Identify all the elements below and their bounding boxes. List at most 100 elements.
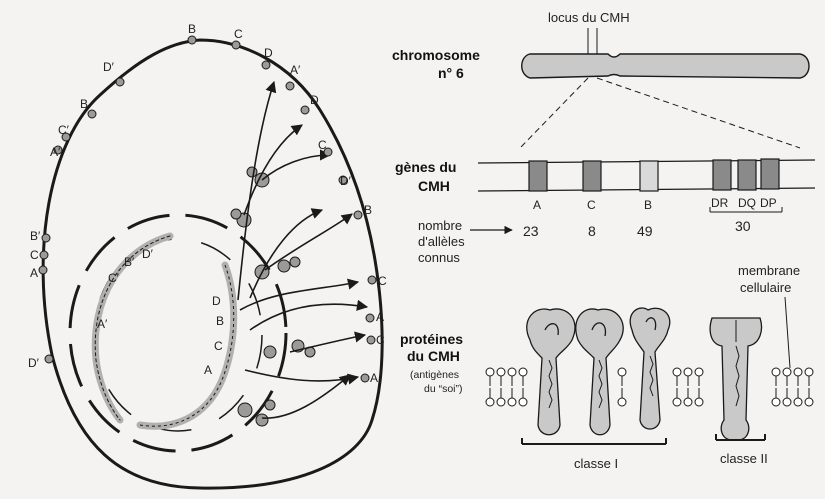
cell-label-3: D — [264, 46, 273, 60]
cell-label-4: A′ — [290, 63, 301, 77]
proteins-subtitle-2: du “soi”) — [424, 383, 463, 395]
gene-name-a: A — [533, 198, 541, 212]
cell-label-20: A — [30, 266, 38, 280]
gene-box-dq — [738, 160, 756, 190]
cell-label-2: C — [234, 27, 243, 41]
allele-count-class2: 30 — [735, 218, 751, 234]
cell-label-15: B — [80, 97, 88, 111]
lipid-head — [684, 368, 692, 376]
lipid-head — [684, 398, 692, 406]
gene-names: A C B DR DQ DP — [533, 196, 777, 212]
chromatin-label-4: A′ — [97, 317, 108, 331]
lipid-head — [695, 398, 703, 406]
cell-label-21: D′ — [28, 356, 40, 370]
chromatin-label-7: C — [214, 339, 223, 353]
chromatin-label-2: B′ — [124, 255, 135, 269]
allele-counts: 23 8 49 30 — [523, 218, 751, 239]
lipid-head — [783, 398, 791, 406]
cell-membrane — [43, 40, 382, 488]
chromosome-6-shape — [522, 54, 809, 78]
lipid-head — [805, 398, 813, 406]
gene-name-dq: DQ — [738, 196, 756, 210]
cell-label-18: B′ — [30, 229, 41, 243]
chromatin-label-8: A — [204, 363, 212, 377]
cell-label-1: B — [188, 22, 196, 36]
lipid-head — [772, 368, 780, 376]
cell-label-19: C — [30, 248, 39, 262]
allele-count-a: 23 — [523, 223, 539, 239]
chromatin-label-6: B — [216, 314, 224, 328]
membrane-markers — [39, 36, 376, 382]
gene-box-b — [640, 161, 658, 191]
lipid-head — [783, 368, 791, 376]
lipid-head — [497, 398, 505, 406]
cell-label-9: A — [376, 310, 384, 324]
lipid-head — [486, 398, 494, 406]
lipid-head — [486, 368, 494, 376]
lipid-head — [794, 398, 802, 406]
lipid-head — [497, 368, 505, 376]
gene-name-dr: DR — [711, 196, 729, 210]
cell-label-10: C — [378, 274, 387, 288]
allele-label-3: connus — [418, 250, 460, 265]
cell-diagram: B C D A′ D C D′ B A C A C A D′ B C′ A′ B… — [28, 22, 387, 488]
membrane-letter-labels: B C D A′ D C D′ B A C A C A D′ B C′ A′ B… — [28, 22, 387, 385]
gene-box-dr — [713, 160, 731, 190]
gene-box-c — [583, 161, 601, 191]
lipid-head — [805, 368, 813, 376]
class2-protein — [710, 318, 761, 440]
lipid-head — [673, 368, 681, 376]
lipid-head — [673, 398, 681, 406]
chromosome-panel: chromosome n° 6 locus du CMH — [392, 10, 809, 148]
proteins-title-1: protéines — [400, 331, 463, 347]
lipid-head — [618, 368, 626, 376]
class2-label: classe II — [720, 451, 768, 466]
cell-label-5: D — [310, 93, 319, 107]
gene-boxes — [529, 159, 779, 191]
genes-title-2: CMH — [418, 178, 450, 194]
allele-label-2: d'allèles — [418, 234, 465, 249]
cell-label-8: B — [364, 203, 372, 217]
cell-label-12: C — [376, 333, 385, 347]
lipid-head — [772, 398, 780, 406]
lipid-head — [794, 368, 802, 376]
lipid-head — [508, 398, 516, 406]
chromosome-title-1: chromosome — [392, 47, 480, 63]
chromatin-label-5: D — [212, 294, 221, 308]
cell-label-6: C — [318, 138, 327, 152]
allele-count-c: 8 — [588, 223, 596, 239]
membrane-label-2: cellulaire — [740, 280, 791, 295]
cell-label-16: C′ — [58, 123, 70, 137]
class1-protein-3 — [630, 308, 670, 429]
gene-name-b: B — [644, 198, 652, 212]
genes-panel: gènes du CMH A C B DR DQ DP nombre d'all… — [395, 159, 815, 265]
lipid-head — [508, 368, 516, 376]
lipid-head — [695, 368, 703, 376]
class1-label: classe I — [574, 456, 618, 471]
genes-title-1: gènes du — [395, 159, 456, 175]
proteins-title-2: du CMH — [407, 348, 460, 364]
proteins-panel: protéines du CMH (antigènes du “soi”) me… — [400, 263, 813, 471]
membrane-label-1: membrane — [738, 263, 800, 278]
gene-name-dp: DP — [760, 196, 777, 210]
allele-count-b: 49 — [637, 223, 653, 239]
proteins-subtitle-1: (antigènes — [410, 369, 459, 381]
gene-box-dp — [761, 159, 779, 189]
gene-box-a — [529, 161, 547, 191]
cell-label-17: A′ — [50, 145, 61, 159]
cell-label-14: D′ — [103, 60, 115, 74]
class1-protein-2 — [576, 309, 623, 435]
chromosome-title-2: n° 6 — [438, 65, 464, 81]
chromatin-label-3: D′ — [142, 247, 154, 261]
locus-label: locus du CMH — [548, 10, 630, 25]
cell-label-11: A — [370, 371, 378, 385]
class1-proteins — [527, 308, 670, 435]
nucleus-envelope — [70, 215, 286, 451]
gene-name-c: C — [587, 198, 596, 212]
lipid-head — [519, 398, 527, 406]
lipid-head — [618, 398, 626, 406]
cell-label-7: D′ — [340, 174, 352, 188]
allele-label-1: nombre — [418, 218, 462, 233]
